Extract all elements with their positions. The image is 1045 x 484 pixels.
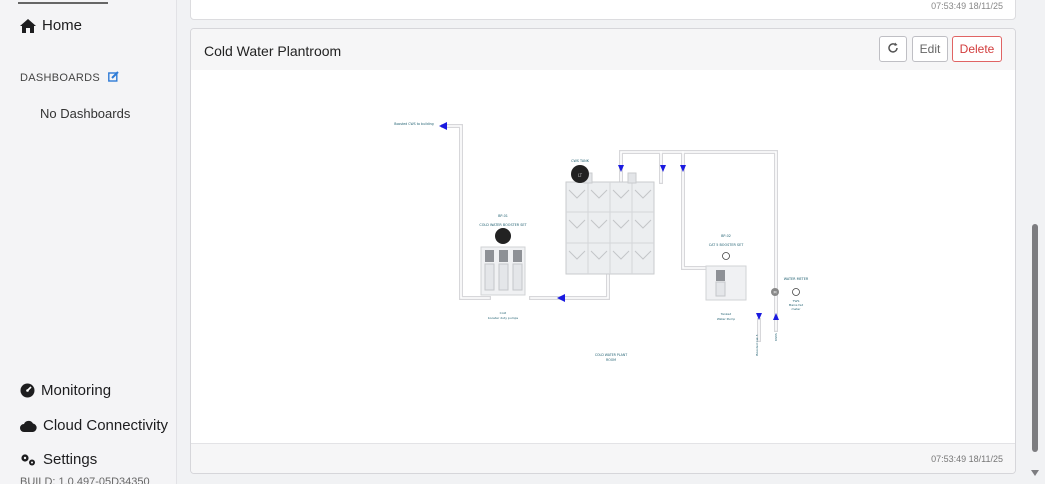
flow-arrow-tank-3 — [680, 165, 686, 172]
bp02-tag: BP-02 — [721, 234, 731, 238]
cws-tank: LT CWS TANK — [565, 159, 655, 275]
card-footer-timestamp: 07:53:49 18/11/25 — [931, 454, 1003, 464]
cloud-icon — [20, 420, 37, 432]
card-header: Cold Water Plantroom Edit Delete — [191, 29, 1015, 71]
water-meter: M WATER METER TWS Mains fed meter — [771, 277, 809, 311]
logo — [18, 0, 108, 4]
sidebar: Home DASHBOARDS No Dashboards Monitoring… — [0, 0, 177, 484]
meter-sub3: meter — [791, 307, 801, 311]
bp01-sub2: booster duty pumps — [488, 316, 519, 320]
flow-arrow-return — [557, 294, 565, 302]
nav-home-label: Home — [42, 17, 83, 34]
flow-arrow-tank-1 — [618, 165, 624, 172]
plantroom-card: Cold Water Plantroom Edit Delete — [190, 28, 1016, 474]
booster-set-bp02: BP-02 CAT 5 BOOSTER SET Tanked Water Pum… — [705, 234, 747, 321]
scroll-down-arrow-icon[interactable] — [1031, 470, 1039, 476]
nav-settings[interactable]: Settings — [20, 451, 97, 468]
home-icon — [20, 18, 36, 33]
boosted-cat5-label: Boosted Cat 5 — [755, 334, 759, 355]
svg-text:LT: LT — [578, 173, 583, 178]
plantroom-diagram: LT CWS TANK BP-01 COLD WATER BOOSTER SET… — [394, 122, 809, 362]
meter-title: WATER METER — [784, 277, 809, 281]
edit-dashboards-icon[interactable] — [108, 71, 119, 85]
boosted-cws-label: Boosted CWS to building — [394, 122, 433, 126]
room-label-1: COLD WATER PLANT — [595, 353, 627, 357]
bp01-sub1: Cold — [500, 311, 507, 315]
bp01-tag: BP-01 — [498, 214, 508, 218]
gauge-icon — [20, 383, 35, 398]
dashboards-title: DASHBOARDS — [20, 72, 101, 84]
card-footer: 07:53:49 18/11/25 — [191, 443, 1015, 473]
svg-text:M: M — [773, 291, 776, 295]
nav-monitoring[interactable]: Monitoring — [20, 382, 111, 399]
mains-label: MWS — [774, 333, 778, 341]
bp02-sub1: Tanked — [720, 312, 732, 316]
nav-cloud-label: Cloud Connectivity — [43, 417, 169, 434]
refresh-icon — [887, 42, 899, 57]
no-dashboards-message: No Dashboards — [40, 106, 131, 121]
bp01-name: COLD WATER BOOSTER SET — [479, 223, 527, 227]
bp02-sub2: Water Pump — [717, 317, 735, 321]
nav-cloud-connectivity[interactable]: Cloud Connectivity — [20, 417, 168, 434]
flow-arrow-mains — [773, 313, 779, 320]
room-label-2: ROOM — [606, 358, 616, 362]
nav-settings-label: Settings — [43, 451, 98, 468]
flow-arrow-cat5 — [756, 313, 762, 320]
dashboards-section-title: DASHBOARDS — [20, 71, 119, 85]
build-version: BUILD: 1.0.497-05D34350 — [20, 476, 150, 484]
card-title: Cold Water Plantroom — [204, 43, 342, 59]
gears-icon — [20, 453, 37, 467]
nav-monitoring-label: Monitoring — [41, 382, 112, 399]
meter-sub1: TWS — [792, 299, 800, 303]
edit-button[interactable]: Edit — [912, 36, 948, 62]
nav-home[interactable]: Home — [20, 17, 82, 34]
meter-sub2: Mains fed — [789, 303, 804, 307]
refresh-button[interactable] — [879, 36, 907, 62]
delete-button[interactable]: Delete — [952, 36, 1002, 62]
scrollbar-thumb[interactable] — [1032, 224, 1038, 452]
flow-arrow-tank-2 — [660, 165, 666, 172]
previous-card-timestamp: 07:53:49 18/11/25 — [931, 1, 1003, 11]
booster-set-bp01: BP-01 COLD WATER BOOSTER SET Cold booste… — [479, 214, 527, 320]
page-scrollbar[interactable] — [1027, 0, 1045, 484]
bp02-name: CAT 5 BOOSTER SET — [709, 243, 745, 247]
flow-arrow-out — [439, 122, 447, 130]
previous-card: 07:53:49 18/11/25 — [190, 0, 1016, 20]
card-body: LT CWS TANK BP-01 COLD WATER BOOSTER SET… — [191, 70, 1015, 444]
tank-label: CWS TANK — [571, 159, 590, 163]
